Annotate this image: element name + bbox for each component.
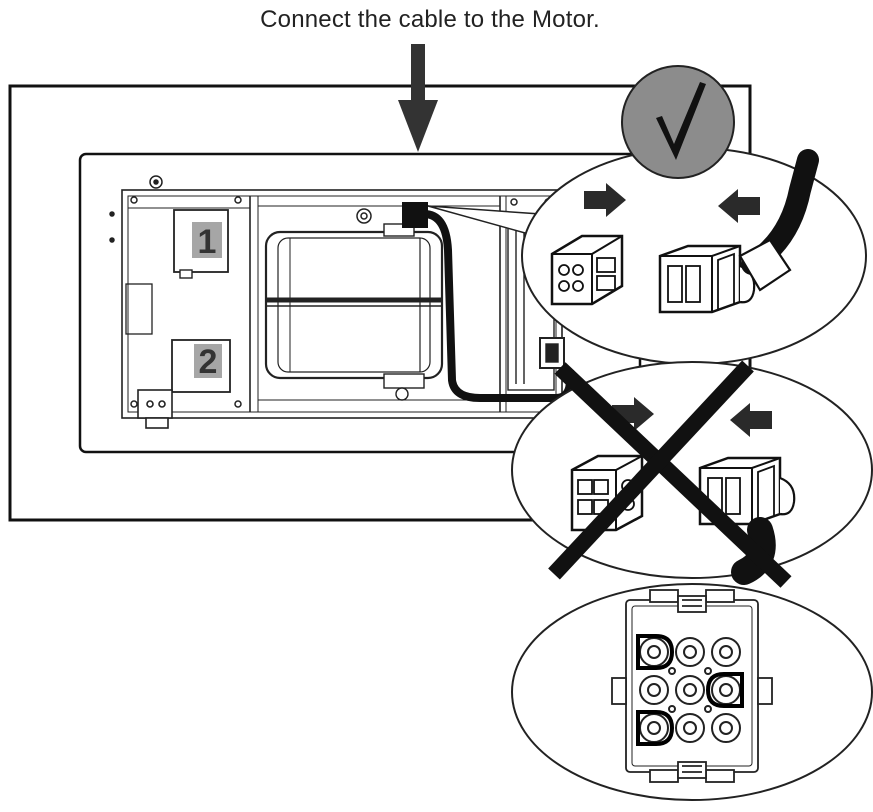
x-mark-icon — [548, 360, 792, 588]
module-1: 1 — [173, 209, 229, 279]
motor — [264, 223, 444, 401]
incorrect-connection-bubble — [511, 361, 873, 585]
keyed-pin-outlines — [636, 634, 744, 746]
module-2: 2 — [171, 339, 231, 393]
pin-grid — [639, 637, 741, 743]
down-arrow-icon — [398, 44, 438, 152]
mounting-bracket — [137, 389, 173, 429]
component-tray — [121, 189, 563, 419]
module-2-label: 2 — [199, 343, 218, 381]
correct-connection-bubble — [521, 147, 867, 365]
module-1-label: 1 — [198, 223, 217, 261]
pin-layout-bubble — [511, 583, 873, 801]
instruction-caption: Connect the cable to the Motor. — [260, 6, 600, 33]
check-mark-icon — [621, 65, 735, 179]
